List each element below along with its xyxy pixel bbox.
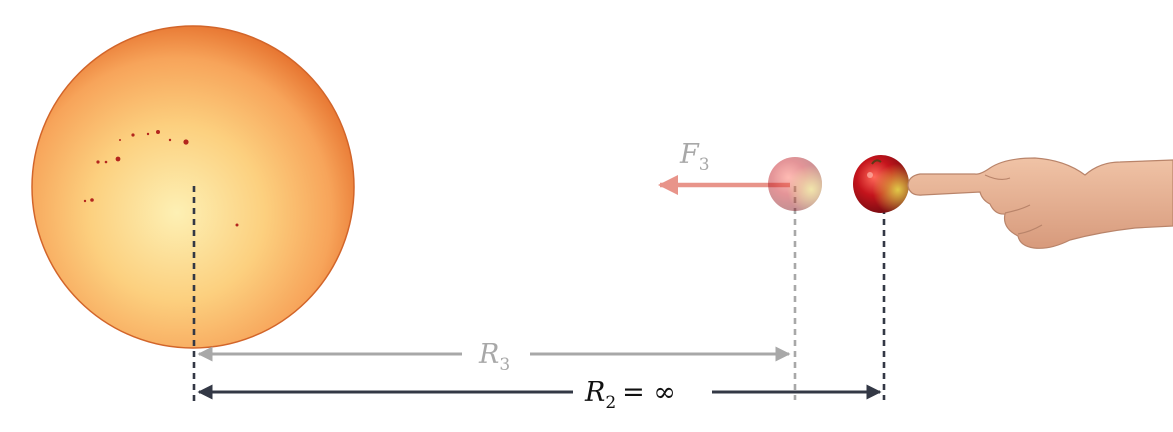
force-label: F3 [679,139,710,175]
apple-icon [853,155,909,213]
sunspots [83,130,239,227]
hand-icon [907,157,1173,249]
r3-label: R3 [478,339,510,375]
r2-label: R2= ∞ [584,377,676,413]
ghost-apple-icon [768,157,822,211]
